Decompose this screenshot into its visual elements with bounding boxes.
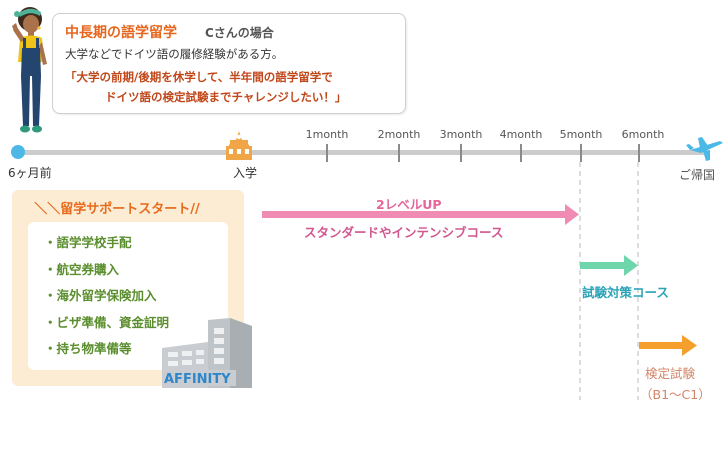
month-label-2: 2month bbox=[377, 128, 421, 141]
month-label-5: 5month bbox=[559, 128, 603, 141]
building-sign: AFFINITY bbox=[164, 372, 231, 387]
support-panel: ＼＼留学サポートスタート// ・語学学校手配 ・航空券購入 ・海外留学保険加入 … bbox=[12, 190, 244, 386]
support-item: ・語学学校手配 bbox=[44, 235, 132, 250]
month-label-4: 4month bbox=[499, 128, 543, 141]
exam-course-label: 試験対策コース bbox=[582, 285, 669, 300]
profile-case-label: Cさんの場合 bbox=[205, 26, 274, 40]
timeline: 6ヶ月前 入学 ご帰国 1month 2month 3month 4month … bbox=[0, 120, 728, 182]
support-item: ・海外留学保険加入 bbox=[44, 288, 157, 303]
building-illustration: AFFINITY bbox=[162, 318, 252, 388]
support-heading: ＼＼留学サポートスタート// bbox=[34, 202, 200, 217]
timeline-start-label: 6ヶ月前 bbox=[8, 166, 52, 180]
exam-label: 検定試験 bbox=[645, 366, 696, 381]
month-guides bbox=[579, 162, 639, 400]
exam-levels-label: （B1〜C1） bbox=[640, 387, 711, 402]
level-up-label: 2レベルUP bbox=[376, 197, 442, 212]
profile-quote-line1: 「大学の前期/後期を休学して、半年間の語学留学で bbox=[65, 70, 333, 84]
profile-quote-line2: ドイツ語の検定試験までチャレンジしたい！」 bbox=[105, 90, 347, 104]
month-label-6: 6month bbox=[621, 128, 665, 141]
profile-description: 大学などでドイツ語の履修経験がある方。 bbox=[65, 47, 284, 61]
support-item: ・ビザ準備、資金証明 bbox=[44, 314, 170, 330]
month-label-3: 3month bbox=[439, 128, 483, 141]
profile-speech-box: 中長期の語学留学 Cさんの場合 大学などでドイツ語の履修経験がある方。 「大学の… bbox=[52, 13, 406, 114]
exam-arrow bbox=[639, 335, 697, 356]
timeline-entry-label: 入学 bbox=[233, 166, 258, 180]
support-list: ・語学学校手配 ・航空券購入 ・海外留学保険加入 ・ビザ準備、資金証明 ・持ち物… bbox=[44, 234, 169, 367]
month-label-1: 1month bbox=[305, 128, 349, 141]
timeline-end-label: ご帰国 bbox=[679, 168, 716, 182]
support-item: ・持ち物準備等 bbox=[44, 341, 132, 356]
person-illustration bbox=[12, 7, 47, 133]
exam-course-arrow bbox=[580, 255, 638, 276]
profile-title: 中長期の語学留学 bbox=[65, 25, 177, 41]
support-item: ・航空券購入 bbox=[44, 261, 120, 277]
standard-course-label: スタンダードやインテンシブコース bbox=[304, 225, 504, 240]
